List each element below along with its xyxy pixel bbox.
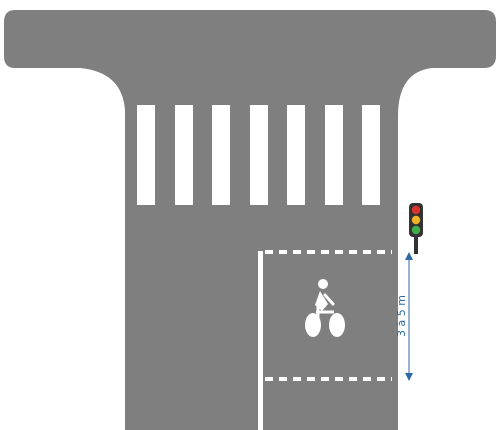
pedestrian-crosswalk (137, 105, 380, 205)
crosswalk-stripe (212, 105, 230, 205)
crosswalk-stripe (175, 105, 193, 205)
bicycle-icon (305, 279, 345, 337)
green-lamp (411, 225, 421, 235)
dimension-indicator: 3 à 5 m (395, 252, 413, 381)
dimension-arrow-top (405, 252, 413, 260)
crosswalk-stripe (137, 105, 155, 205)
amber-lamp (411, 215, 421, 225)
dimension-label: 3 à 5 m (395, 295, 408, 337)
crosswalk-stripe (362, 105, 380, 205)
lane-divider-line (258, 251, 263, 430)
traffic-light-icon (409, 203, 423, 254)
crosswalk-stripe (250, 105, 268, 205)
crosswalk-stripe (325, 105, 343, 205)
crosswalk-stripe (287, 105, 305, 205)
dimension-arrow-bottom (405, 373, 413, 381)
red-lamp (411, 205, 421, 215)
traffic-light-pole (414, 234, 418, 254)
